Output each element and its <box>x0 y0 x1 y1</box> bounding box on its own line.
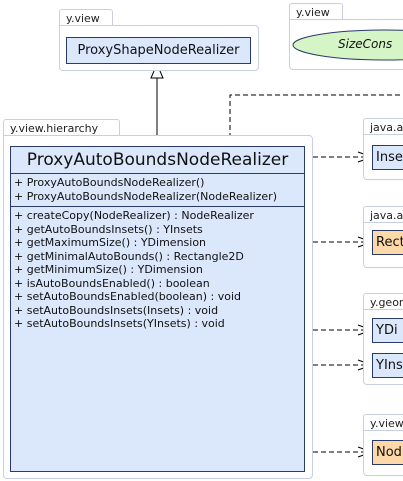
package-label: y.view <box>363 414 403 431</box>
package-label: y.view <box>289 3 343 20</box>
class-yinsets[interactable]: YIns <box>372 353 403 378</box>
class-rectangle[interactable]: Rect <box>372 230 403 255</box>
method: + getAutoBoundsInsets() : YInsets <box>14 222 203 236</box>
package-label: java.a <box>363 206 403 223</box>
package-label: y.view.hierarchy <box>3 119 120 136</box>
package-label: y.view <box>59 9 113 26</box>
class-title: ProxyAutoBoundsNodeRealizer <box>11 147 304 174</box>
class-ydimension[interactable]: YDi <box>372 318 403 343</box>
class-insets[interactable]: Inse <box>372 145 403 170</box>
constructor: + ProxyAutoBoundsNodeRealizer() <box>14 176 205 189</box>
method: + getMaximumSize() : YDimension <box>14 236 207 249</box>
method: + createCopy(NodeRealizer) : NodeRealize… <box>14 209 254 222</box>
constructor: + ProxyAutoBoundsNodeRealizer(NodeRealiz… <box>14 189 277 203</box>
class-node-realizer[interactable]: Nod <box>372 440 403 465</box>
method: + isAutoBoundsEnabled() : boolean <box>14 276 210 290</box>
constructors-section: + ProxyAutoBoundsNodeRealizer() + ProxyA… <box>11 174 304 207</box>
method: + getMinimalAutoBounds() : Rectangle2D <box>14 249 244 263</box>
class-proxy-shape-node-realizer[interactable]: ProxyShapeNodeRealizer <box>66 37 251 64</box>
method: + setAutoBoundsInsets(YInsets) : void <box>14 317 225 330</box>
methods-section: + createCopy(NodeRealizer) : NodeRealize… <box>11 207 304 331</box>
method: + setAutoBoundsInsets(Insets) : void <box>14 303 219 317</box>
method: + getMinimumSize() : YDimension <box>14 263 203 276</box>
package-label: java.a <box>363 118 403 135</box>
class-proxy-auto-bounds-node-realizer[interactable]: ProxyAutoBoundsNodeRealizer + ProxyAutoB… <box>10 146 305 472</box>
package-label: y.geor <box>363 293 403 310</box>
method: + setAutoBoundsEnabled(boolean) : void <box>14 290 241 303</box>
size-cons-label: SizeCons <box>338 37 393 51</box>
